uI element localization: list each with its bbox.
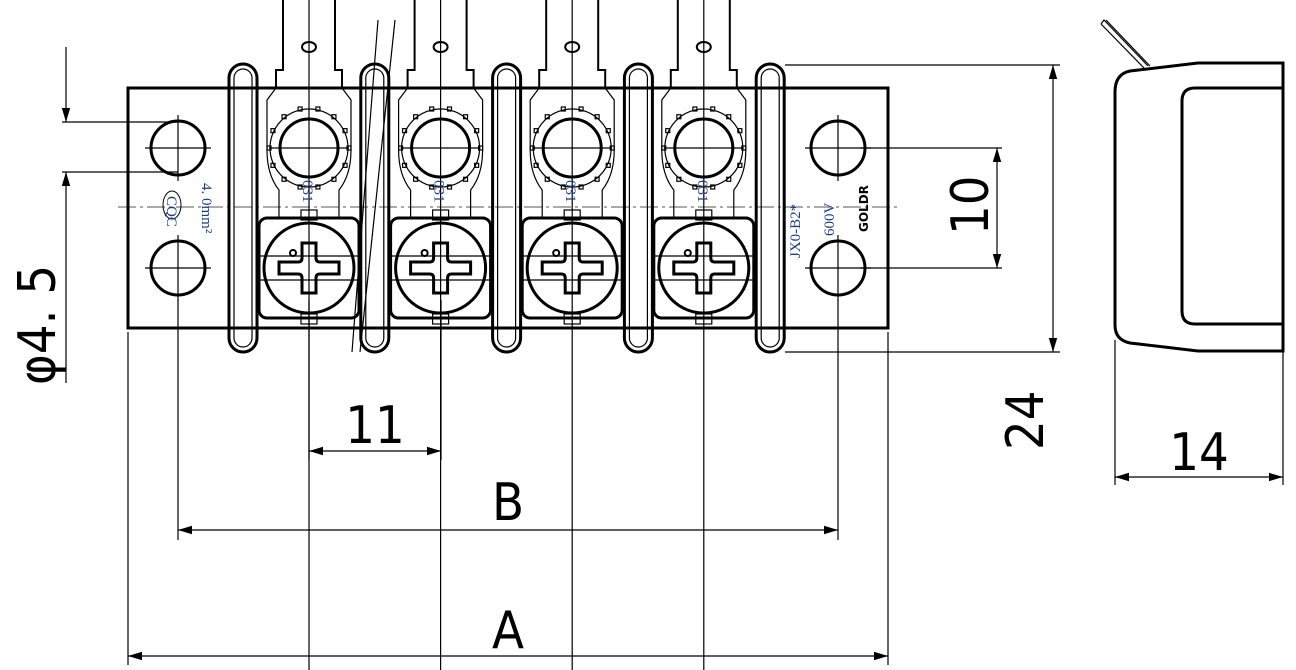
terminal-marking: 031 [431, 180, 447, 203]
svg-text:11: 11 [345, 396, 405, 456]
barrier-ribs [227, 62, 786, 354]
svg-text:CQC: CQC [163, 196, 179, 227]
svg-text:A: A [492, 601, 524, 661]
mounting-holes [145, 115, 871, 301]
barrier-rib [754, 62, 786, 354]
phillips-cross-icon [409, 241, 473, 295]
screw-head [657, 221, 751, 315]
terminal-tab [275, 0, 343, 88]
voltage-label: 600V [822, 203, 838, 237]
phillips-cross-icon [277, 241, 341, 295]
break-lines [351, 19, 396, 353]
terminal-marking: 031 [562, 180, 578, 203]
svg-text:24: 24 [996, 390, 1056, 450]
terminal-tab [538, 0, 607, 88]
terminal-marking: 031 [299, 180, 315, 203]
wire-size-label: 4. 0mm² [198, 183, 214, 234]
barrier-rib [622, 62, 654, 354]
cqc-mark: CQC [162, 190, 182, 227]
pitch-dimension: 11 [308, 300, 442, 460]
terminal-tab [669, 0, 738, 88]
screw-head [525, 221, 619, 315]
svg-text:φ4. 5: φ4. 5 [8, 265, 68, 385]
height-dimension: 24 [785, 64, 1060, 450]
terminals: 031 031 031 031 [257, 0, 756, 670]
terminal-marking: 031 [694, 180, 710, 203]
depth-dimension-label: 14 [1169, 423, 1229, 483]
barrier-rib [491, 62, 523, 354]
terminal: 031 [520, 0, 624, 670]
vertical-hole-spacing-dimension: 10 [860, 147, 1002, 269]
barrier-rib [227, 62, 259, 354]
hole-diameter-dimension: φ4. 5 [8, 47, 178, 385]
side-view: 14 [1100, 19, 1285, 485]
phillips-cross-icon [672, 241, 736, 295]
model-label: JX0-B2* [788, 204, 804, 258]
brand-logo: GOLDR [857, 185, 871, 232]
terminal-block-body [126, 86, 890, 330]
phillips-cross-icon [540, 241, 604, 295]
screw-housing [520, 216, 624, 320]
terminal-tab [406, 0, 475, 88]
svg-text:10: 10 [941, 175, 1001, 235]
mount-spacing-dimension: B [177, 300, 839, 540]
terminal: 031 [652, 0, 756, 670]
svg-text:B: B [492, 473, 524, 533]
overall-length-dimension: A [127, 332, 889, 665]
